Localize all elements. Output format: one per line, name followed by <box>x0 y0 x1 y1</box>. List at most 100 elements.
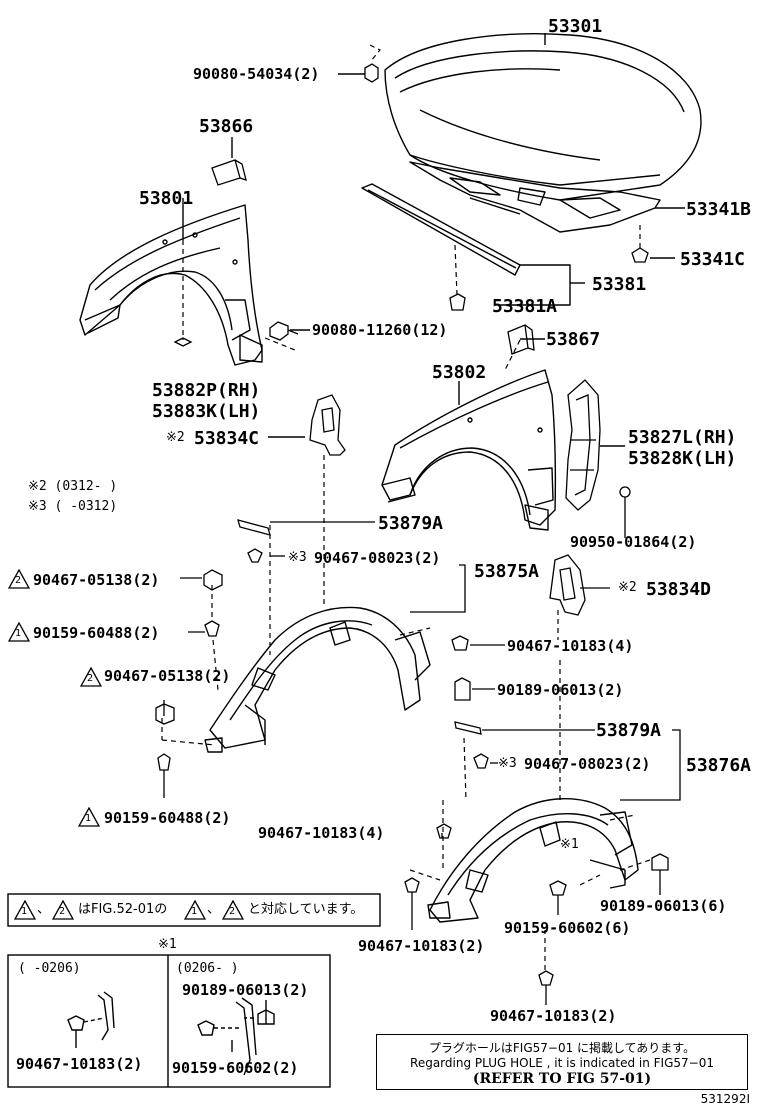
screw-90467-10183-a <box>451 635 469 651</box>
part-label-53883K: 53883K(LH) <box>152 401 261 422</box>
part-label-53879A-2: 53879A <box>596 720 662 741</box>
screw-90159-60488-1 <box>204 620 220 637</box>
clip-90467-05138-1 <box>203 569 223 591</box>
clip-53867 <box>507 324 535 355</box>
hood-seal-53381 <box>361 183 521 276</box>
part-label-90159-60602-6: 90159-60602(6) <box>504 919 631 937</box>
part-label-90467-10183-2a: 90467-10183(2) <box>358 937 485 955</box>
note-tri-number-1b: 1 <box>191 906 198 917</box>
seal-53827L <box>565 379 601 511</box>
note-text-a: はFIG.52-01の <box>78 902 168 917</box>
part-label-90189-06013-2: 90189-06013(2) <box>497 681 624 699</box>
part-label-90467-10183-4a: 90467-10183(4) <box>507 637 634 655</box>
liner-53875A <box>204 606 431 753</box>
plug-note-english: Regarding PLUG HOLE , it is indicated in… <box>410 1056 714 1070</box>
part-label-90467-05138-1: 90467-05138(2) <box>33 571 160 589</box>
fender-53801 <box>79 204 263 366</box>
part-label-90950-01864: 90950-01864(2) <box>570 533 697 551</box>
part-label-90080-11260: 90080-11260(12) <box>312 321 448 339</box>
clip-53341C <box>631 247 649 263</box>
plug-hole-note: プラグホールはFIG57−01 に掲載してあります。 Regarding PLU… <box>376 1034 748 1090</box>
tri-number-1b: 1 <box>85 813 92 824</box>
note-triangle-2b <box>222 900 244 920</box>
grommet-90189-06013-a <box>454 677 471 701</box>
figure-number: 531292I <box>700 1092 750 1106</box>
inset-left-range: ( -0206) <box>18 961 81 976</box>
part-label-53834C: 53834C <box>194 428 260 449</box>
part-label-53879A-1: 53879A <box>378 513 444 534</box>
part-label-53341B: 53341B <box>686 199 752 220</box>
plug-note-refer: (REFER TO FIG 57-01) <box>472 1071 652 1087</box>
kome3-mark-b: ※3 <box>498 756 517 771</box>
screw-90467-08023-2 <box>473 753 489 769</box>
screw-90467-08023-1 <box>247 548 263 563</box>
part-label-90189-06013-6: 90189-06013(6) <box>600 897 727 915</box>
fender-53802 <box>381 369 557 531</box>
inset-right-part-1: 90189-06013(2) <box>182 981 309 999</box>
part-label-90159-60488-1: 90159-60488(2) <box>33 624 160 642</box>
part-label-53834D: 53834D <box>646 579 712 600</box>
tri-number-1a: 1 <box>15 628 22 639</box>
screw-90159-60488-2 <box>157 753 171 798</box>
inset-right-range: (0206- ) <box>176 961 239 976</box>
part-label-53866: 53866 <box>199 116 254 137</box>
hood-53301 <box>384 33 702 201</box>
part-label-53381: 53381 <box>592 274 647 295</box>
inset-box <box>7 954 331 1088</box>
note-tri-number-2b: 2 <box>229 906 236 917</box>
part-label-53341C: 53341C <box>680 249 746 270</box>
kome1-mark-diagram: ※1 <box>560 837 579 852</box>
liner-53876A <box>427 798 639 923</box>
note-tri-number-2a: 2 <box>59 906 66 917</box>
part-label-53802: 53802 <box>432 362 487 383</box>
bolt-90080-11260 <box>269 321 299 341</box>
note-triangle-2a <box>52 900 74 920</box>
note-comma-a: 、 <box>37 902 51 917</box>
clip-53381A <box>449 293 466 311</box>
screw-90467-10183-b <box>436 823 452 839</box>
part-label-53381A: 53381A <box>492 296 558 317</box>
part-label-90080-54034: 90080-54034(2) <box>193 65 320 83</box>
clip-90467-05138-2 <box>155 703 175 725</box>
kome2-mark-a: ※2 <box>166 430 185 445</box>
part-label-53301: 53301 <box>548 16 603 37</box>
part-label-53801: 53801 <box>139 188 194 209</box>
inset-right-part-2: 90159-60602(2) <box>172 1059 299 1077</box>
screw-90467-10183-c <box>404 877 420 893</box>
inset-left-part: 90467-10183(2) <box>16 1055 143 1073</box>
part-label-90467-08023-1: 90467-08023(2) <box>314 549 441 567</box>
tri-number-2a: 2 <box>15 575 22 586</box>
note-triangle-1b <box>184 900 206 920</box>
bracket-53834C <box>309 394 346 456</box>
warning-triangle-1b <box>78 807 100 827</box>
kome2-mark-b: ※2 <box>618 580 637 595</box>
part-label-90467-05138-2: 90467-05138(2) <box>104 667 231 685</box>
part-label-53827L: 53827L(RH) <box>628 427 737 448</box>
note-comma-b: 、 <box>207 902 221 917</box>
warning-triangle-2b <box>80 667 102 687</box>
part-label-90467-10183-4b: 90467-10183(4) <box>258 824 385 842</box>
warning-triangle-2a <box>8 569 30 589</box>
part-label-90467-08023-2: 90467-08023(2) <box>524 755 651 773</box>
screw-90467-10183-d <box>538 970 554 986</box>
kome3-mark-a: ※3 <box>288 550 307 565</box>
part-label-53882P: 53882P(RH) <box>152 380 261 401</box>
legend-kome3: ※3 ( -0312) <box>28 499 118 514</box>
bracket-53834D <box>549 554 586 616</box>
screw-90159-60602 <box>549 880 567 896</box>
grommet-90189-06013-b <box>651 853 669 871</box>
part-label-90467-10183-2b: 90467-10183(2) <box>490 1007 617 1025</box>
part-label-53875A: 53875A <box>474 561 540 582</box>
inset-title: ※1 <box>158 937 177 952</box>
clip-90950-01864 <box>619 486 631 530</box>
part-label-53876A: 53876A <box>686 755 752 776</box>
part-label-53867: 53867 <box>546 329 601 350</box>
plug-note-japanese: プラグホールはFIG57−01 に掲載してあります。 <box>428 1041 696 1055</box>
clip-53866 <box>211 159 247 186</box>
note-triangle-1a <box>14 900 36 920</box>
note-box <box>7 893 381 927</box>
part-label-90159-60488-2: 90159-60488(2) <box>104 809 231 827</box>
bracket-53879A-1 <box>237 519 271 536</box>
bracket-53879A-2 <box>454 721 482 735</box>
